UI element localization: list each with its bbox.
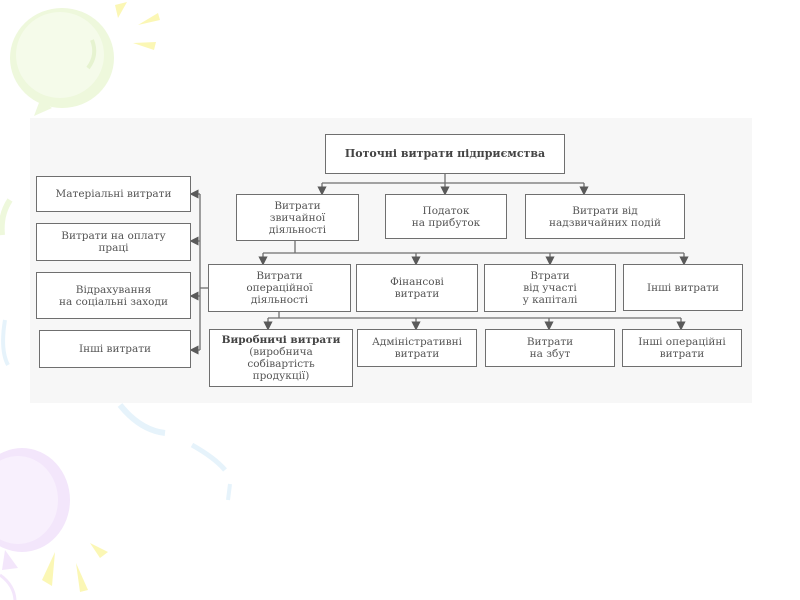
node-label: Інші витрати — [646, 281, 720, 294]
node-other-expenses: Інші витрати — [623, 264, 743, 311]
green-balloon-icon — [10, 8, 114, 116]
node-label: Витрати на збут — [526, 336, 574, 360]
node-label: Фінансові витрати — [390, 276, 444, 300]
node-label: Витрати звичайної діяльності — [268, 199, 327, 236]
node-label: Адміністративні витрати — [371, 336, 463, 360]
node-label: Втрати від участі у капіталі — [522, 270, 578, 306]
node-label: Інші операційні витрати — [638, 336, 726, 360]
node-ordinary-activity-expenses: Витрати звичайної діяльності — [236, 194, 359, 241]
node-operating-activity-expenses: Витрати операційної діяльності — [208, 264, 351, 312]
node-label: Відрахування на соціальні заходи — [59, 283, 168, 308]
yellow-rays-icon — [115, 2, 160, 50]
node-extraordinary-events-expenses: Витрати від надзвичайних подій — [525, 194, 685, 239]
node-other-operating-expenses: Інші операційні витрати — [622, 329, 742, 367]
yellow-rays-bottom-icon — [42, 543, 108, 592]
node-label: Матеріальні витрати — [55, 188, 172, 200]
node-material-expenses: Матеріальні витрати — [36, 176, 191, 212]
node-label: Витрати операційної діяльності — [246, 270, 313, 306]
node-label: Поточні витрати підприємства — [344, 147, 546, 160]
node-label: Податок на прибуток — [411, 204, 481, 229]
node-financial-expenses: Фінансові витрати — [356, 264, 478, 312]
node-administrative-expenses: Адміністративні витрати — [357, 329, 477, 367]
node-labor-expenses: Витрати на оплату праці — [36, 223, 191, 261]
node-current-expenses: Поточні витрати підприємства — [325, 134, 565, 174]
node-label: Витрати на оплату праці — [61, 230, 166, 254]
node-label: Витрати від надзвичайних подій — [549, 204, 661, 229]
node-side-other-expenses: Інші витрати — [39, 330, 191, 368]
purple-balloon-icon — [0, 448, 70, 600]
node-label: Виробничі витрати — [221, 334, 341, 346]
node-selling-expenses: Витрати на збут — [485, 329, 615, 367]
node-production-expenses: Виробничі витрати (виробнича собівартіст… — [209, 329, 353, 387]
node-income-tax: Податок на прибуток — [385, 194, 507, 239]
node-social-deductions: Відрахування на соціальні заходи — [36, 272, 191, 319]
blue-ribbon-icon — [0, 198, 232, 501]
node-capital-participation-losses: Втрати від участі у капіталі — [484, 264, 616, 312]
node-sublabel: (виробнича собівартість продукції) — [247, 346, 315, 382]
node-label: Інші витрати — [78, 343, 152, 355]
